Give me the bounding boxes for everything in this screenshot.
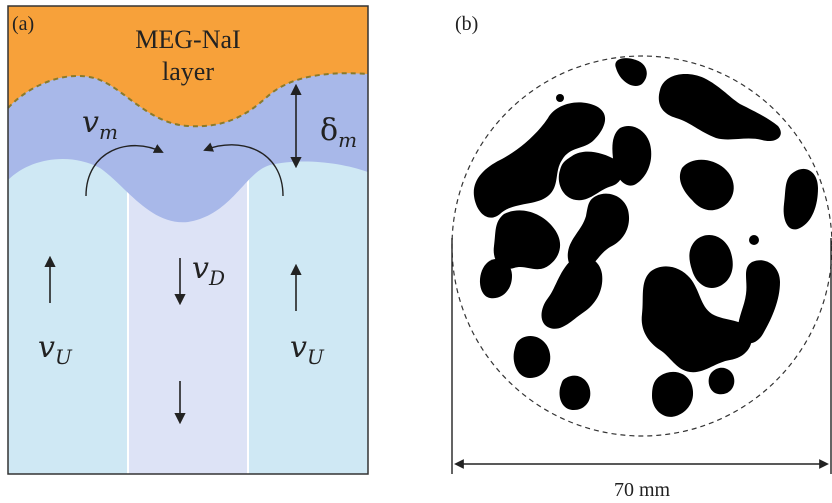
blob <box>738 260 780 344</box>
blob <box>749 235 759 245</box>
blob <box>641 266 752 373</box>
blob <box>652 371 694 417</box>
blob <box>567 193 630 272</box>
blob <box>679 159 734 211</box>
layer-interface <box>7 72 369 128</box>
panel-b: (b) 70 m <box>451 13 832 501</box>
blob <box>783 168 818 230</box>
layer-label-line1: MEG-NaI <box>135 25 240 54</box>
layer-label-line2: layer <box>162 57 214 86</box>
blob <box>541 255 603 329</box>
blob <box>513 335 551 378</box>
blob <box>473 102 606 218</box>
blob <box>708 367 735 395</box>
panel-b-tag: (b) <box>455 13 478 35</box>
panel-a-tag: (a) <box>12 13 34 35</box>
v-u-right-label: vU <box>290 330 325 369</box>
blob <box>612 125 652 186</box>
delta-m-label: δm <box>320 113 357 152</box>
blob <box>559 375 591 410</box>
plume-pattern <box>473 58 818 417</box>
blob <box>558 151 623 201</box>
blob <box>556 94 564 102</box>
blob <box>493 210 561 270</box>
blob <box>615 58 647 87</box>
v-d-label: vD <box>192 251 225 290</box>
mixing-arrow-right <box>203 142 284 197</box>
blob <box>479 258 512 299</box>
panel-a: (a) MEG-NaI layer vm δm vD vU vU <box>7 5 369 475</box>
blob <box>658 74 781 142</box>
panel-a-frame <box>7 5 369 475</box>
meg-nai-layer <box>8 6 368 127</box>
mixing-arrow-left <box>85 144 164 197</box>
v-u-left-label: vU <box>38 330 73 369</box>
blob <box>689 235 733 289</box>
scale-label: 70 mm <box>614 479 671 501</box>
v-m-label: vm <box>82 105 118 144</box>
